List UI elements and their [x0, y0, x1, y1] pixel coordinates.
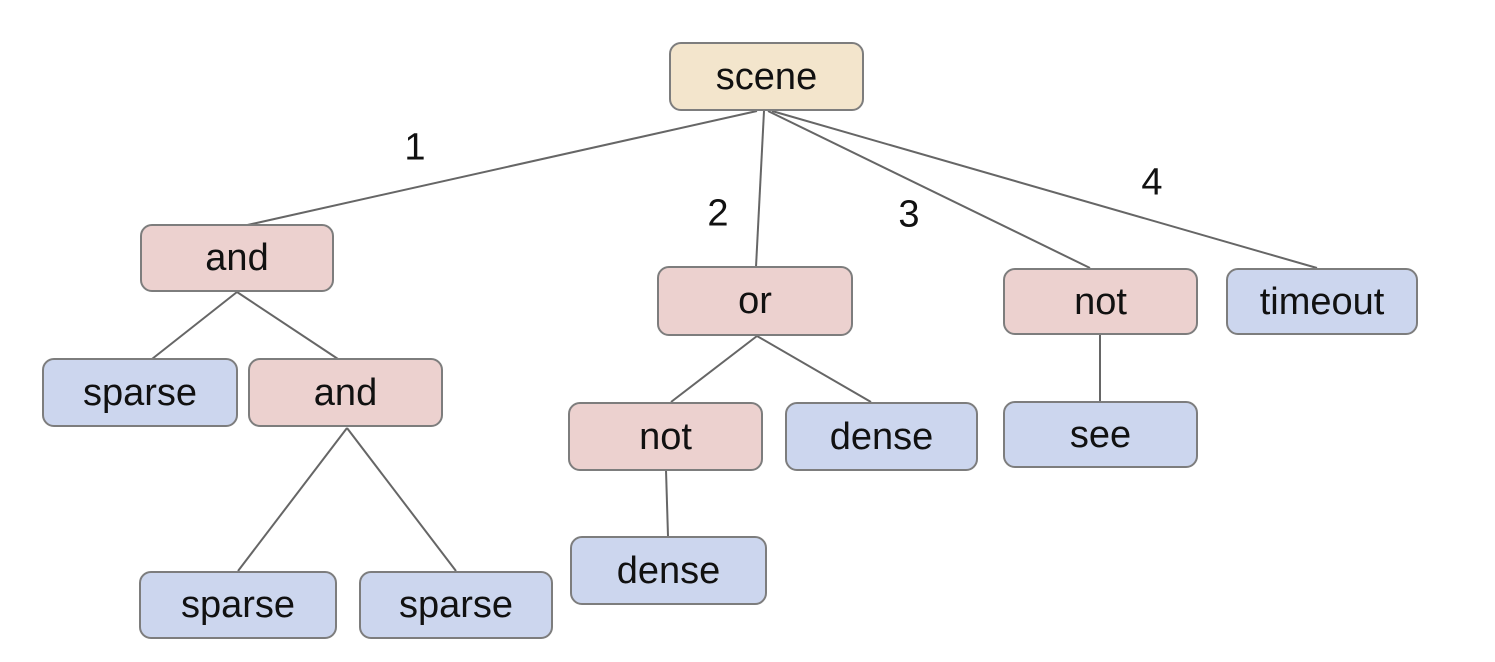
node-scene: scene [669, 42, 864, 111]
edge-and-1-to-and-2 [236, 291, 339, 360]
node-not-1-label: not [1074, 280, 1127, 323]
node-or-1: or [657, 266, 853, 336]
node-and-2-label: and [313, 371, 378, 414]
edge-not-2-to-dense-2 [665, 469, 669, 537]
node-see-1: see [1003, 401, 1198, 468]
edge-scene-to-timeout-1 [771, 110, 1318, 269]
node-dense-1: dense [785, 402, 978, 471]
edge-scene-to-or-1 [755, 110, 765, 268]
edge-and-2-to-sparse-2 [237, 427, 348, 572]
edge-scene-to-not-1 [767, 110, 1091, 269]
node-not-1: not [1003, 268, 1198, 335]
node-sparse-3-label: sparse [398, 584, 514, 626]
edge-or-1-to-dense-1 [756, 335, 872, 403]
node-sparse-3: sparse [359, 571, 553, 639]
node-sparse-2: sparse [139, 571, 337, 639]
node-and-1: and [140, 224, 334, 292]
edge-label-2: 2 [707, 192, 729, 235]
node-and-1-label: and [205, 237, 269, 279]
node-not-2-label: not [639, 415, 692, 458]
node-scene-label: scene [715, 55, 818, 98]
edge-scene-to-and-1 [242, 110, 758, 227]
node-sparse-1-label: sparse [82, 371, 198, 414]
edge-label-4: 4 [1141, 161, 1163, 204]
node-or-1-label: or [738, 280, 772, 322]
edge-and-2-to-sparse-3 [346, 427, 457, 572]
node-dense-1-label: dense [829, 415, 934, 458]
node-timeout-1-label: timeout [1259, 280, 1385, 323]
edge-label-1: 1 [404, 126, 426, 169]
node-timeout-1: timeout [1226, 268, 1418, 335]
edge-and-1-to-sparse-1 [151, 291, 238, 360]
node-and-2: and [248, 358, 443, 427]
node-sparse-1: sparse [42, 358, 238, 427]
node-dense-2-label: dense [616, 549, 721, 592]
node-dense-2: dense [570, 536, 767, 605]
node-sparse-2-label: sparse [180, 584, 296, 626]
edge-label-3: 3 [898, 193, 920, 236]
node-see-1-label: see [1069, 413, 1132, 456]
node-not-2: not [568, 402, 763, 471]
edge-or-1-to-not-2 [670, 335, 758, 403]
